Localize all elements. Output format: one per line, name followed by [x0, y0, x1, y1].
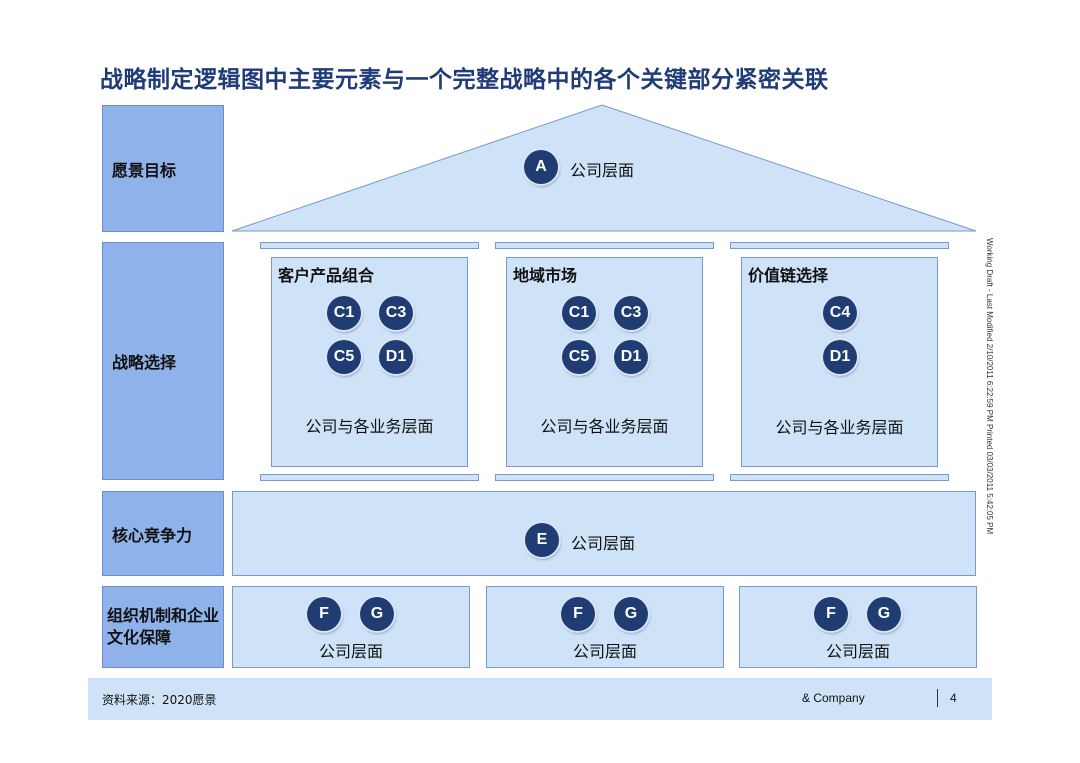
row-label-vision: 愿景目标 — [102, 105, 224, 232]
column-badge: C5 — [562, 340, 596, 374]
core-text: 公司层面 — [571, 534, 636, 553]
column-footer: 公司与各业务层面 — [540, 417, 669, 436]
roof-text: 公司层面 — [570, 161, 635, 180]
column-title: 地域市场 — [513, 266, 578, 285]
column-badge: C5 — [327, 340, 361, 374]
strategy-column-value-chain: 价值链选择 C4 D1 公司与各业务层面 — [741, 257, 938, 467]
column-badge: C3 — [379, 296, 413, 330]
column-badge: D1 — [823, 340, 857, 374]
column-bottom-beam-3 — [730, 474, 949, 481]
footer-divider — [937, 689, 938, 707]
column-footer: 公司与各业务层面 — [775, 418, 904, 437]
footer-company: & Company — [802, 691, 865, 705]
roof-shape — [231, 104, 977, 232]
strategy-column-customer-product: 客户产品组合 C1 C3 C5 D1 公司与各业务层面 — [271, 257, 468, 467]
column-bottom-beam-2 — [495, 474, 714, 481]
column-footer: 公司与各业务层面 — [305, 417, 434, 436]
column-badge: C4 — [823, 296, 857, 330]
column-top-beam-2 — [495, 242, 714, 249]
foundation-block-1: F G 公司层面 — [232, 586, 470, 668]
foundation-text: 公司层面 — [318, 642, 383, 661]
foundation-badge: F — [814, 597, 848, 631]
foundation-badge: G — [867, 597, 901, 631]
row-label-core-competence: 核心竞争力 — [102, 491, 224, 576]
core-competence-panel: E 公司层面 — [232, 491, 976, 576]
strategy-column-regional-market: 地域市场 C1 C3 C5 D1 公司与各业务层面 — [506, 257, 703, 467]
row-label-organization: 组织机制和企业文化保障 — [102, 586, 224, 668]
row-label-organization-text: 组织机制和企业文化保障 — [107, 606, 220, 647]
foundation-badge: F — [307, 597, 341, 631]
draft-side-note: Working Draft - Last Modified 2/10/2011 … — [985, 238, 994, 535]
core-badge: E — [525, 523, 559, 557]
column-badge: C1 — [562, 296, 596, 330]
column-badge: D1 — [614, 340, 648, 374]
footer-source: 资料来源：2020愿景 — [102, 693, 217, 707]
foundation-block-3: F G 公司层面 — [739, 586, 977, 668]
foundation-badge: G — [360, 597, 394, 631]
column-badge: C1 — [327, 296, 361, 330]
column-title: 客户产品组合 — [278, 266, 375, 285]
foundation-text: 公司层面 — [825, 642, 890, 661]
footer-bar: 资料来源：2020愿景 & Company 4 — [88, 678, 992, 720]
page-title: 战略制定逻辑图中主要元素与一个完整战略中的各个关键部分紧密关联 — [100, 67, 829, 93]
column-badge: D1 — [379, 340, 413, 374]
roof-badge: A — [524, 150, 558, 184]
column-badge: C3 — [614, 296, 648, 330]
foundation-badge: F — [561, 597, 595, 631]
page-number: 4 — [950, 691, 957, 705]
foundation-badge: G — [614, 597, 648, 631]
column-top-beam-1 — [260, 242, 479, 249]
column-title: 价值链选择 — [748, 266, 829, 285]
column-bottom-beam-1 — [260, 474, 479, 481]
column-top-beam-3 — [730, 242, 949, 249]
foundation-text: 公司层面 — [572, 642, 637, 661]
row-label-strategy: 战略选择 — [102, 242, 224, 480]
foundation-block-2: F G 公司层面 — [486, 586, 724, 668]
